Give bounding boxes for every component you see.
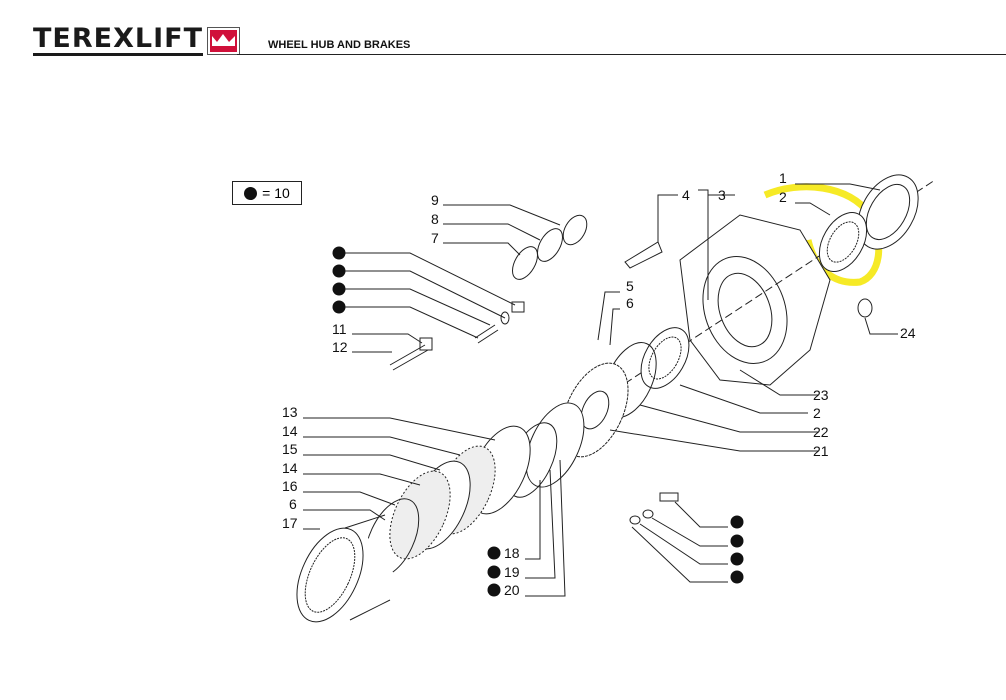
stud-4 — [624, 241, 663, 269]
bolts-right — [629, 492, 679, 525]
callout-2b: 2 — [813, 405, 821, 421]
callout-15: 15 — [282, 441, 298, 457]
crown-icon — [207, 26, 241, 55]
terexlift-logo: TEREXLIFT — [33, 23, 241, 56]
callout-4: 4 — [682, 187, 690, 203]
callout-1: 1 — [779, 170, 787, 186]
callout-19: 19 — [504, 564, 520, 580]
seal-1 — [857, 174, 919, 250]
callout-7: 7 — [431, 230, 439, 246]
legend-text: = 10 — [262, 185, 290, 201]
callout-11: 11 — [332, 321, 347, 337]
friction-discs-13-16 — [389, 425, 531, 560]
callout-8: 8 — [431, 211, 439, 227]
callout-16: 16 — [282, 478, 298, 494]
bolts-11-12 — [389, 301, 525, 371]
rings-7-9 — [512, 214, 588, 280]
splined-ring-17 — [296, 514, 395, 630]
piston-20 — [525, 402, 585, 488]
callout-21: 21 — [813, 443, 829, 459]
callout-14: 14 — [282, 423, 298, 439]
callout-12: 12 — [332, 339, 348, 355]
callout-18: 18 — [504, 545, 520, 561]
logo-text: TEREXLIFT — [33, 23, 204, 56]
callout-6: 6 — [626, 295, 634, 311]
callout-6b: 6 — [289, 496, 297, 512]
legend-box: = 10 — [232, 181, 302, 205]
callout-5: 5 — [626, 278, 634, 294]
callout-labels: 9 8 7 11 12 4 3 5 6 1 2 24 23 2 22 21 13… — [282, 170, 916, 598]
callout-2: 2 — [779, 189, 787, 205]
page-title: WHEEL HUB AND BRAKES — [268, 39, 411, 51]
callout-3: 3 — [718, 187, 726, 203]
callout-9: 9 — [431, 192, 439, 208]
dot-icon — [244, 186, 258, 200]
bearing-2 — [818, 212, 868, 272]
leader-lines — [303, 183, 898, 597]
callout-20: 20 — [504, 582, 520, 598]
dot-markers — [332, 246, 744, 597]
callout-22: 22 — [813, 424, 829, 440]
callout-14b: 14 — [282, 460, 298, 476]
plug-24 — [857, 298, 873, 318]
callout-24: 24 — [900, 325, 916, 341]
header-divider — [237, 54, 1006, 55]
callout-17: 17 — [282, 515, 298, 531]
callout-13: 13 — [282, 404, 298, 420]
callout-23: 23 — [813, 387, 829, 403]
